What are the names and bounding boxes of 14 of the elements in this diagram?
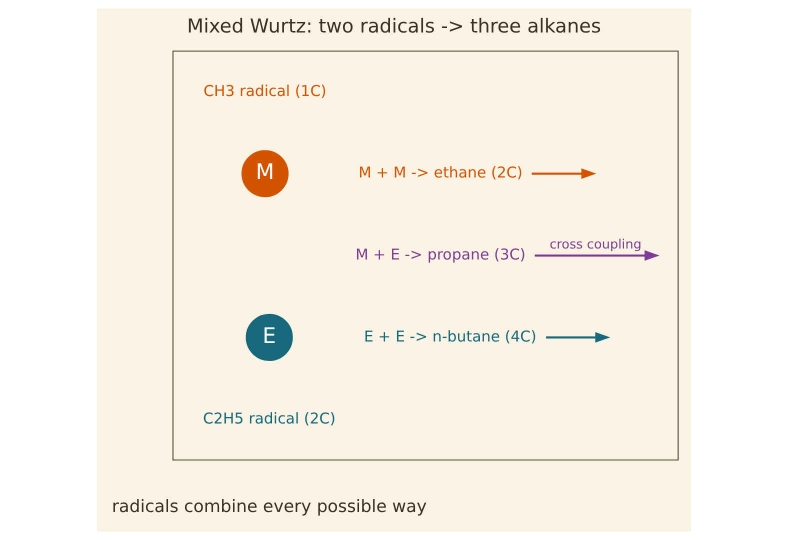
- arrow: [531, 168, 596, 179]
- node-text: E + E -> n-butane (4C): [363, 327, 536, 346]
- node-text: M + E -> propane (3C): [354, 246, 526, 264]
- diagram-title: Mixed Wurtz: two radicals -> three alkanes: [186, 14, 601, 38]
- node-label: C2H5 radical (2C): [202, 409, 336, 428]
- arrow: [546, 332, 610, 343]
- cluster: [172, 50, 678, 461]
- node-circle: M: [240, 150, 288, 198]
- edge-label: cross coupling: [549, 238, 642, 253]
- node-label: CH3 radical (1C): [203, 82, 326, 100]
- node-text: M + M -> ethane (2C): [358, 164, 522, 182]
- node-circle: E: [245, 314, 292, 361]
- caption: radicals combine every possible way: [111, 497, 426, 518]
- arrow: [534, 250, 660, 261]
